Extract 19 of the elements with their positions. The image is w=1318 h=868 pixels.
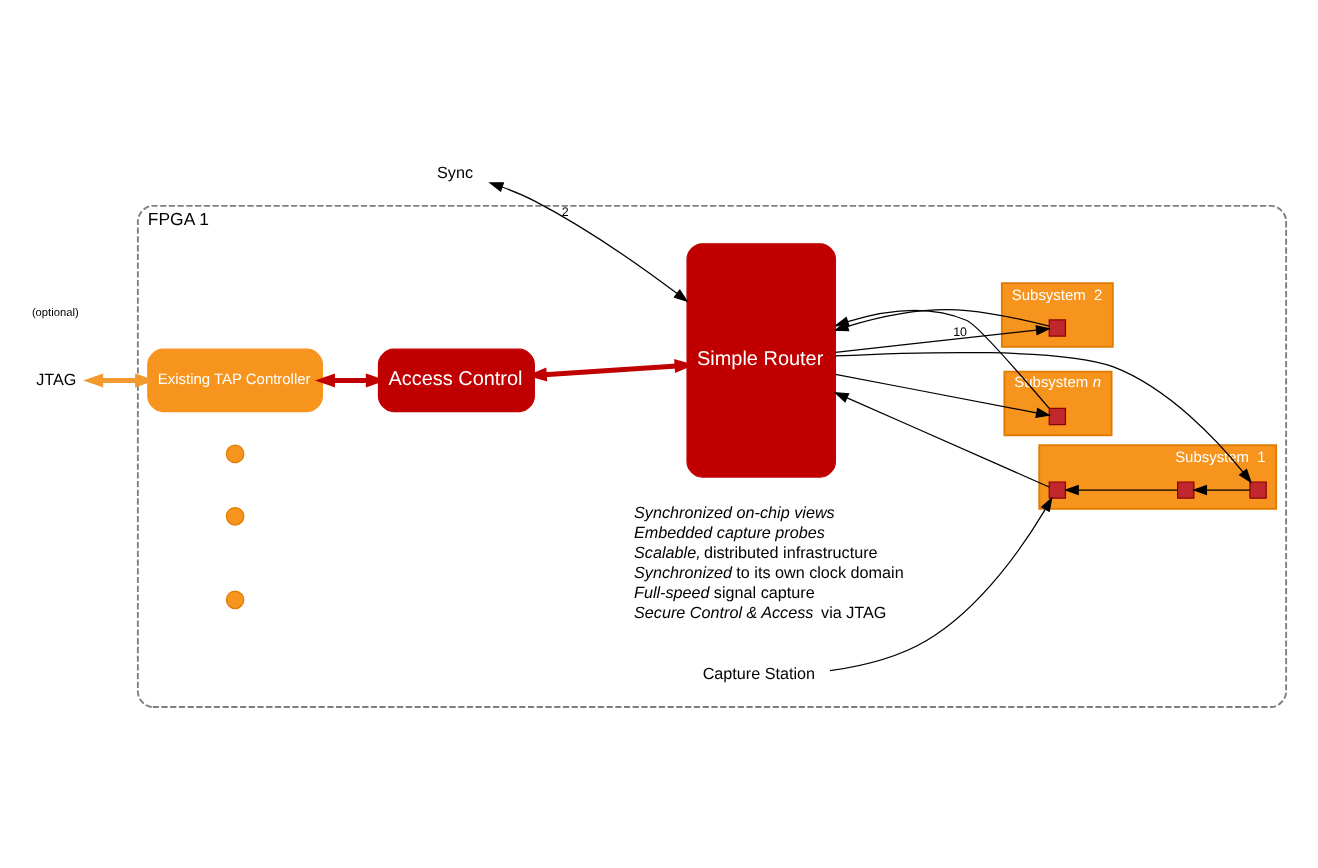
node-box — [1177, 481, 1195, 499]
node-box — [1048, 319, 1067, 337]
node-box: Simple Router — [686, 243, 837, 478]
arrow — [83, 373, 156, 388]
arrow — [1192, 484, 1251, 496]
arrow — [834, 373, 1051, 418]
arrow — [829, 496, 1053, 672]
node-circle — [225, 444, 245, 464]
arrow — [488, 182, 689, 303]
arrow — [1063, 484, 1178, 496]
node-circle — [225, 590, 245, 610]
node-box — [1249, 481, 1267, 499]
arrow — [833, 391, 1050, 488]
arrow — [834, 325, 1051, 353]
node-box — [1048, 407, 1067, 426]
arrow — [834, 351, 1252, 484]
node-box — [1048, 481, 1067, 499]
node-box: Access Control — [377, 348, 535, 413]
node-circle — [225, 506, 245, 526]
